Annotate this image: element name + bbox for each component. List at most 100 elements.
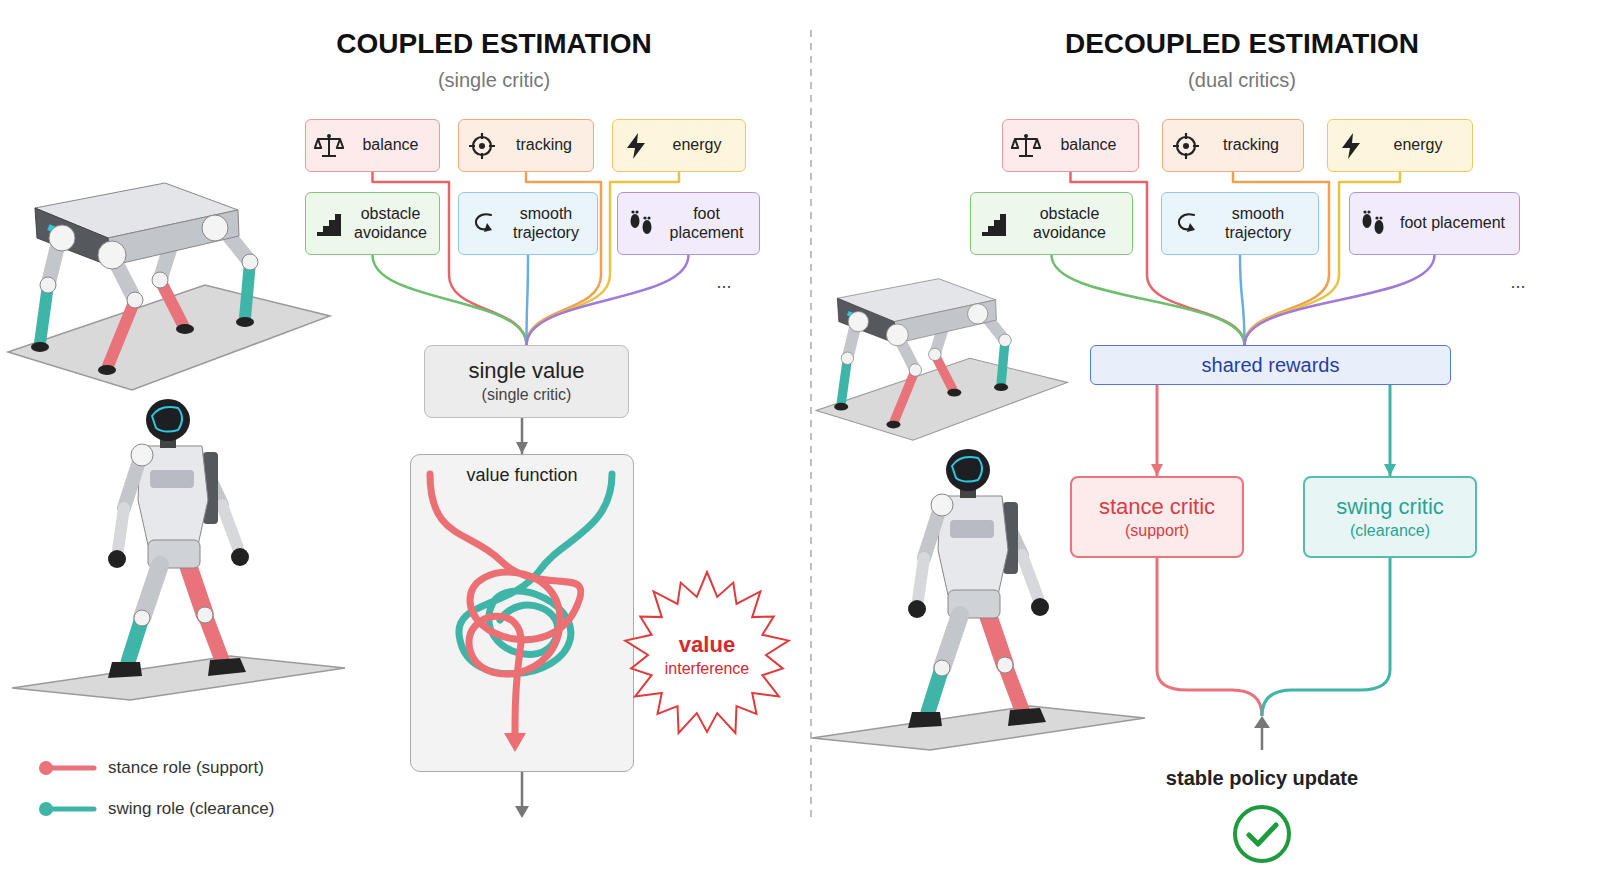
connector (373, 255, 527, 345)
reward-box: tracking (1162, 119, 1304, 172)
value-box-fill (410, 454, 634, 772)
node-title: foot placement (662, 205, 751, 242)
icon (626, 209, 656, 239)
interference-burst: valueinterference (622, 570, 792, 740)
icon (621, 131, 651, 161)
node-subtitle: interference (665, 660, 750, 678)
icon (314, 209, 344, 239)
node-title: smooth trajectory (1206, 205, 1310, 242)
legend-text: stance role (support) (108, 758, 264, 778)
ellipsis: ... (716, 272, 731, 293)
connector-line (1389, 385, 1392, 476)
check-circle (1235, 807, 1289, 861)
node-title: value function (466, 465, 577, 486)
single-critic-box: single value(single critic) (424, 345, 629, 418)
text-holder: obstacle avoidance (350, 205, 431, 242)
text-holder: energy (1372, 136, 1464, 154)
text-holder: energy (657, 136, 737, 154)
reward-box: energy (1327, 119, 1473, 172)
swatch-line (46, 807, 94, 812)
swatch-line (46, 766, 94, 771)
node-subtitle: (support) (1125, 522, 1189, 540)
connector (1384, 385, 1396, 476)
text-holder: obstacle avoidance (1015, 205, 1124, 242)
update-arrow (1261, 726, 1264, 750)
icon (979, 209, 1009, 239)
reward-box: foot placement (617, 192, 760, 255)
icon-holder (1358, 209, 1388, 239)
reward-box: obstacle avoidance (305, 192, 440, 255)
legend-text: swing role (clearance) (108, 799, 274, 819)
text-holder: smooth trajectory (1206, 205, 1310, 242)
connector-line (373, 255, 527, 345)
merge-line (1157, 558, 1262, 716)
arrow-head (1151, 464, 1163, 476)
stance-critic-box: stance critic (support) (1070, 476, 1244, 558)
node-title: obstacle avoidance (350, 205, 431, 242)
icon-holder (1171, 131, 1201, 161)
node-title: balance (350, 136, 431, 154)
reward-box: balance (1002, 119, 1139, 172)
connector (1245, 255, 1435, 345)
icon (1358, 209, 1388, 239)
panel-title: COUPLED ESTIMATION (336, 28, 651, 60)
burst-shape (625, 572, 788, 733)
connector-line (1240, 255, 1245, 345)
reward-box: smooth trajectory (458, 192, 598, 255)
arrow-head (504, 733, 526, 752)
icon (1336, 131, 1366, 161)
arrow-head (515, 806, 529, 818)
swatch-dot (39, 802, 53, 816)
node-subtitle: (clearance) (1350, 522, 1430, 540)
node-title: single value (468, 358, 584, 383)
text-holder: smooth trajectory (503, 205, 589, 242)
humanoid-robot (12, 399, 345, 700)
quadruped-robot (8, 183, 330, 390)
reward-box: energy (612, 119, 746, 172)
output-arrow (521, 772, 524, 808)
swing-critic-box: swing critic(clearance) (1303, 476, 1477, 558)
connector (527, 255, 689, 345)
panel-title: DECOUPLED ESTIMATION (1065, 28, 1419, 60)
text-holder: balance (350, 136, 431, 154)
icon (467, 209, 497, 239)
icon (314, 131, 344, 161)
connector-line (1245, 255, 1435, 345)
reward-box: balance (305, 119, 440, 172)
check-mark (1249, 825, 1276, 844)
arrow-head (516, 442, 528, 454)
text-holder: foot placement (1394, 214, 1511, 232)
node-title: smooth trajectory (503, 205, 589, 242)
legend-swatch (36, 800, 98, 818)
text-holder: tracking (503, 136, 585, 154)
node-title: foot placement (1394, 214, 1511, 232)
icon-holder (626, 209, 656, 239)
connector (527, 255, 529, 345)
stance-tangle (430, 474, 581, 735)
node-title: shared rewards (1202, 354, 1340, 377)
value-function-box: value function (410, 454, 634, 772)
arrow-head (1254, 716, 1270, 728)
node-title: tracking (503, 136, 585, 154)
connector-line (1156, 385, 1159, 476)
reward-box: foot placement (1349, 192, 1520, 255)
legend-swatch (36, 759, 98, 777)
reward-box: obstacle avoidance (970, 192, 1133, 255)
node-title: energy (1372, 136, 1464, 154)
result-label: stable policy update (1166, 767, 1358, 790)
divider (810, 30, 812, 818)
icon-holder (1011, 131, 1041, 161)
node-title: stance critic (1099, 494, 1215, 519)
text-holder: foot placement (662, 205, 751, 242)
icon-holder (621, 131, 651, 161)
icon (467, 131, 497, 161)
icon (1170, 209, 1200, 239)
reward-box: tracking (458, 119, 594, 172)
connector (1151, 385, 1163, 476)
ellipsis: ... (1510, 272, 1525, 293)
merge-line (1262, 558, 1390, 716)
node-title: energy (657, 136, 737, 154)
icon-holder (467, 209, 497, 239)
panel-subtitle: (dual critics) (1188, 69, 1296, 92)
